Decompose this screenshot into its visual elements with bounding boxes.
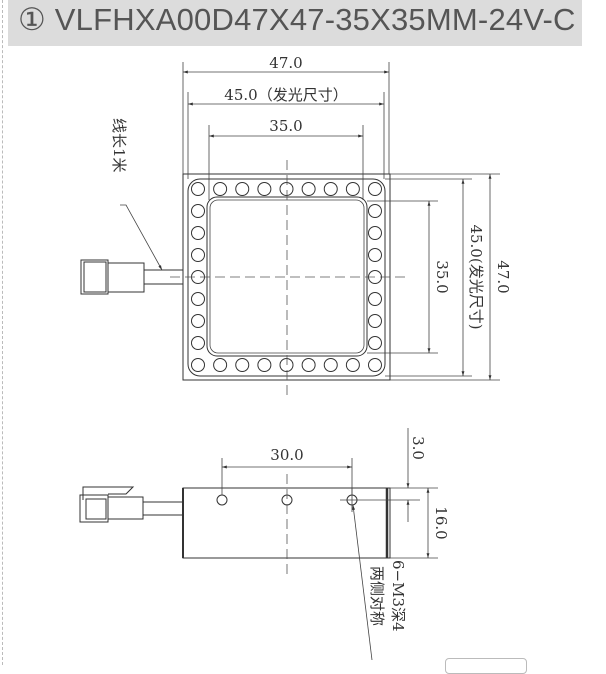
dim-overall-height: 47.0 xyxy=(494,260,512,293)
hole-leader xyxy=(352,504,373,661)
led-icon xyxy=(368,314,382,328)
led-icon xyxy=(235,182,250,196)
top-view: 线长1米 47.0 45.0（发光尺寸） 35.0 35.0 45.0(发光尺寸… xyxy=(80,54,512,395)
led-icon xyxy=(368,336,382,350)
housing-side xyxy=(182,487,391,559)
led-icon xyxy=(213,182,228,196)
dim-window-height: 35.0 xyxy=(433,260,451,293)
led-icon xyxy=(191,226,205,240)
dim-hole-spacing: 30.0 xyxy=(270,446,303,464)
dim-emitting-width: 45.0（发光尺寸） xyxy=(224,86,347,104)
led-icon xyxy=(191,182,205,196)
cable-length-label: 线长1米 xyxy=(110,118,128,173)
led-icon xyxy=(345,182,360,196)
page-border xyxy=(2,0,3,665)
led-icon xyxy=(279,182,294,196)
led-icon xyxy=(345,358,360,372)
led-icon xyxy=(279,358,294,372)
led-icon xyxy=(301,182,316,196)
led-icon xyxy=(191,314,205,328)
led-array xyxy=(191,182,382,372)
led-icon xyxy=(191,358,205,372)
led-ring-outer xyxy=(187,178,386,377)
dim-emitting-height: 45.0(发光尺寸) xyxy=(467,224,485,329)
side-view: 30.0 3.0 16.0 6−M3深4 两侧对称 xyxy=(79,428,450,661)
dim-hole-offset: 3.0 xyxy=(409,436,427,460)
partial-button[interactable] xyxy=(445,658,527,674)
led-icon xyxy=(235,358,250,372)
led-icon xyxy=(368,204,382,218)
hole-note-label: 两侧对称 xyxy=(368,566,386,626)
connector-top xyxy=(80,259,183,295)
led-icon xyxy=(368,226,382,240)
led-icon xyxy=(191,248,205,262)
connector-side xyxy=(79,486,183,523)
led-icon xyxy=(191,292,205,306)
dim-thickness: 16.0 xyxy=(432,506,450,539)
mount-hole xyxy=(216,494,228,506)
led-icon xyxy=(191,204,205,218)
dim-window-width: 35.0 xyxy=(269,117,302,135)
cable-leader xyxy=(120,204,163,271)
led-icon xyxy=(213,358,228,372)
led-icon xyxy=(323,358,338,372)
led-icon xyxy=(257,358,272,372)
hole-spec-label: 6−M3深4 xyxy=(389,560,407,632)
dim-overall-width: 47.0 xyxy=(269,54,302,72)
led-icon xyxy=(368,248,382,262)
led-icon xyxy=(191,336,205,350)
led-icon xyxy=(368,292,382,306)
led-icon xyxy=(301,358,316,372)
led-icon xyxy=(368,358,382,372)
product-title: ① VLFHXA00D47X47-35X35MM-24V-C xyxy=(18,2,576,37)
product-title-bar: ① VLFHXA00D47X47-35X35MM-24V-C xyxy=(8,0,582,46)
led-icon xyxy=(368,182,382,196)
led-icon xyxy=(257,182,272,196)
led-icon xyxy=(323,182,338,196)
